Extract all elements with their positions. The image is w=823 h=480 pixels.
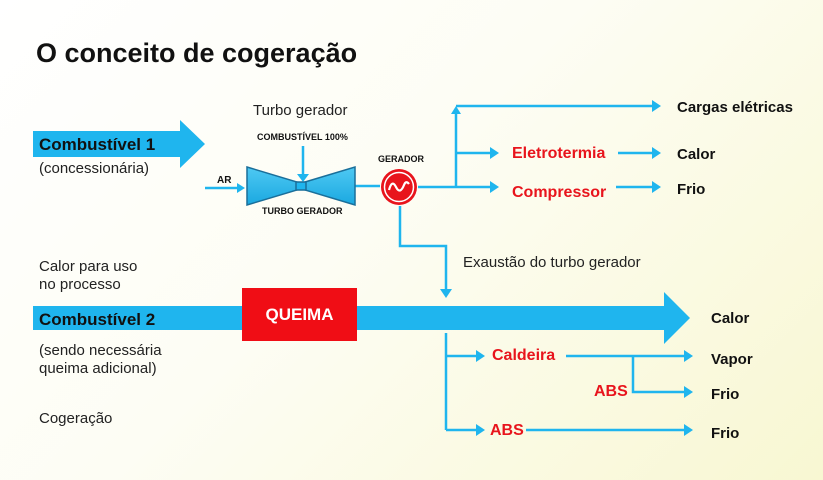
turbine-heading: Turbo gerador bbox=[253, 102, 348, 119]
fuel100-label: COMBUSTÍVEL 100% bbox=[257, 132, 348, 142]
abs-bottom-arrowhead bbox=[476, 424, 485, 436]
steam-arrowhead bbox=[684, 350, 693, 362]
fuel1-source: (concessionária) bbox=[39, 160, 150, 177]
heat-main-label: Calor bbox=[711, 310, 750, 327]
exhaust-line bbox=[398, 206, 448, 290]
abs-cold-line bbox=[631, 356, 684, 394]
generator-icon bbox=[381, 169, 417, 205]
fuel2-label: Combustível 2 bbox=[39, 310, 156, 329]
fuel2-note-line1: (sendo necessária bbox=[39, 342, 162, 359]
eletrotermia-arrowhead bbox=[490, 147, 499, 159]
cold-top-arrowhead bbox=[652, 181, 661, 193]
cold-bottom-arrowhead bbox=[684, 424, 693, 436]
queima-box: QUEIMA bbox=[242, 288, 357, 341]
exhaust-arrowhead bbox=[440, 289, 452, 298]
eletrotermia-label: Eletrotermia bbox=[512, 145, 606, 162]
exhaust-label: Exaustão do turbo gerador bbox=[463, 254, 641, 271]
abs-lower-label: ABS bbox=[490, 422, 524, 439]
cold-abs-label: Frio bbox=[711, 386, 740, 403]
cogeneration-label: Cogeração bbox=[39, 410, 113, 427]
steam-label: Vapor bbox=[711, 351, 753, 368]
caldeira-label: Caldeira bbox=[492, 347, 556, 364]
abs-upper-label: ABS bbox=[594, 383, 628, 400]
caldeira-arrowhead bbox=[476, 350, 485, 362]
page-title: O conceito de cogeração bbox=[36, 38, 358, 68]
generator-label: GERADOR bbox=[378, 154, 425, 164]
bus-up-arrowhead bbox=[451, 106, 461, 114]
cold-bottom-label: Frio bbox=[711, 425, 740, 442]
fuel1-big-arrow bbox=[33, 120, 205, 168]
turbine-body-label: TURBO GERADOR bbox=[262, 206, 343, 216]
fuel100-arrowhead bbox=[297, 174, 309, 182]
fuel1-label: Combustível 1 bbox=[39, 135, 156, 154]
heat-top-label: Calor bbox=[677, 146, 716, 163]
cold-top-label: Frio bbox=[677, 181, 706, 198]
turbine-shape bbox=[246, 165, 356, 207]
abs-cold-arrowhead bbox=[684, 386, 693, 398]
fuel2-note-line2: queima adicional) bbox=[39, 360, 157, 377]
process-heat-line2: no processo bbox=[39, 276, 121, 293]
electric-loads-label: Cargas elétricas bbox=[677, 99, 793, 116]
compressor-label: Compressor bbox=[512, 184, 607, 201]
fuel2-big-arrow bbox=[33, 292, 690, 344]
compressor-arrowhead bbox=[490, 181, 499, 193]
electric-loads-arrowhead bbox=[652, 100, 661, 112]
air-label: AR bbox=[217, 175, 232, 186]
heat-top-arrowhead bbox=[652, 147, 661, 159]
air-arrowhead bbox=[237, 183, 245, 193]
process-heat-line1: Calor para uso bbox=[39, 258, 138, 275]
